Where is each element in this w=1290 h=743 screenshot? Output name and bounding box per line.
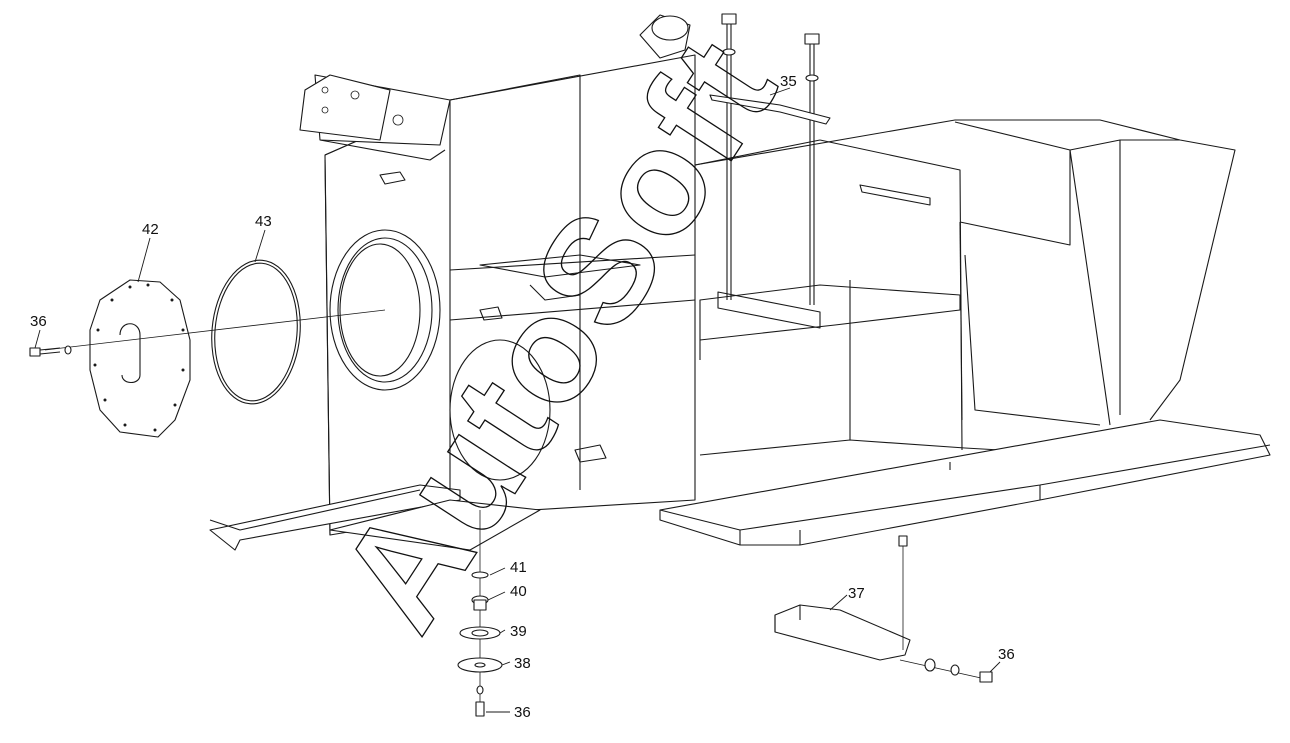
right-frame-assembly xyxy=(659,13,1271,546)
callout-40: 40 xyxy=(510,583,527,600)
callout-36-bottom: 36 xyxy=(514,704,531,721)
callout-42: 42 xyxy=(142,221,159,238)
bracket-37 xyxy=(774,535,993,683)
callout-35: 35 xyxy=(780,73,797,90)
callout-36-right: 36 xyxy=(998,646,1015,663)
tank-box xyxy=(209,14,696,551)
callout-37: 37 xyxy=(848,585,865,602)
callout-43: 43 xyxy=(255,213,272,230)
callout-38: 38 xyxy=(514,655,531,672)
gasket-43 xyxy=(211,259,301,405)
callout-39: 39 xyxy=(510,623,527,640)
callout-labels: 35 42 43 36 41 40 39 38 36 37 36 xyxy=(30,73,1015,721)
callout-36-left: 36 xyxy=(30,313,47,330)
cover-plate-42 xyxy=(89,279,191,438)
callout-41: 41 xyxy=(510,559,527,576)
drain-assembly xyxy=(457,510,503,717)
centerline-port xyxy=(44,309,386,351)
bolt-36-left xyxy=(29,345,72,357)
leader-lines xyxy=(34,87,1001,713)
